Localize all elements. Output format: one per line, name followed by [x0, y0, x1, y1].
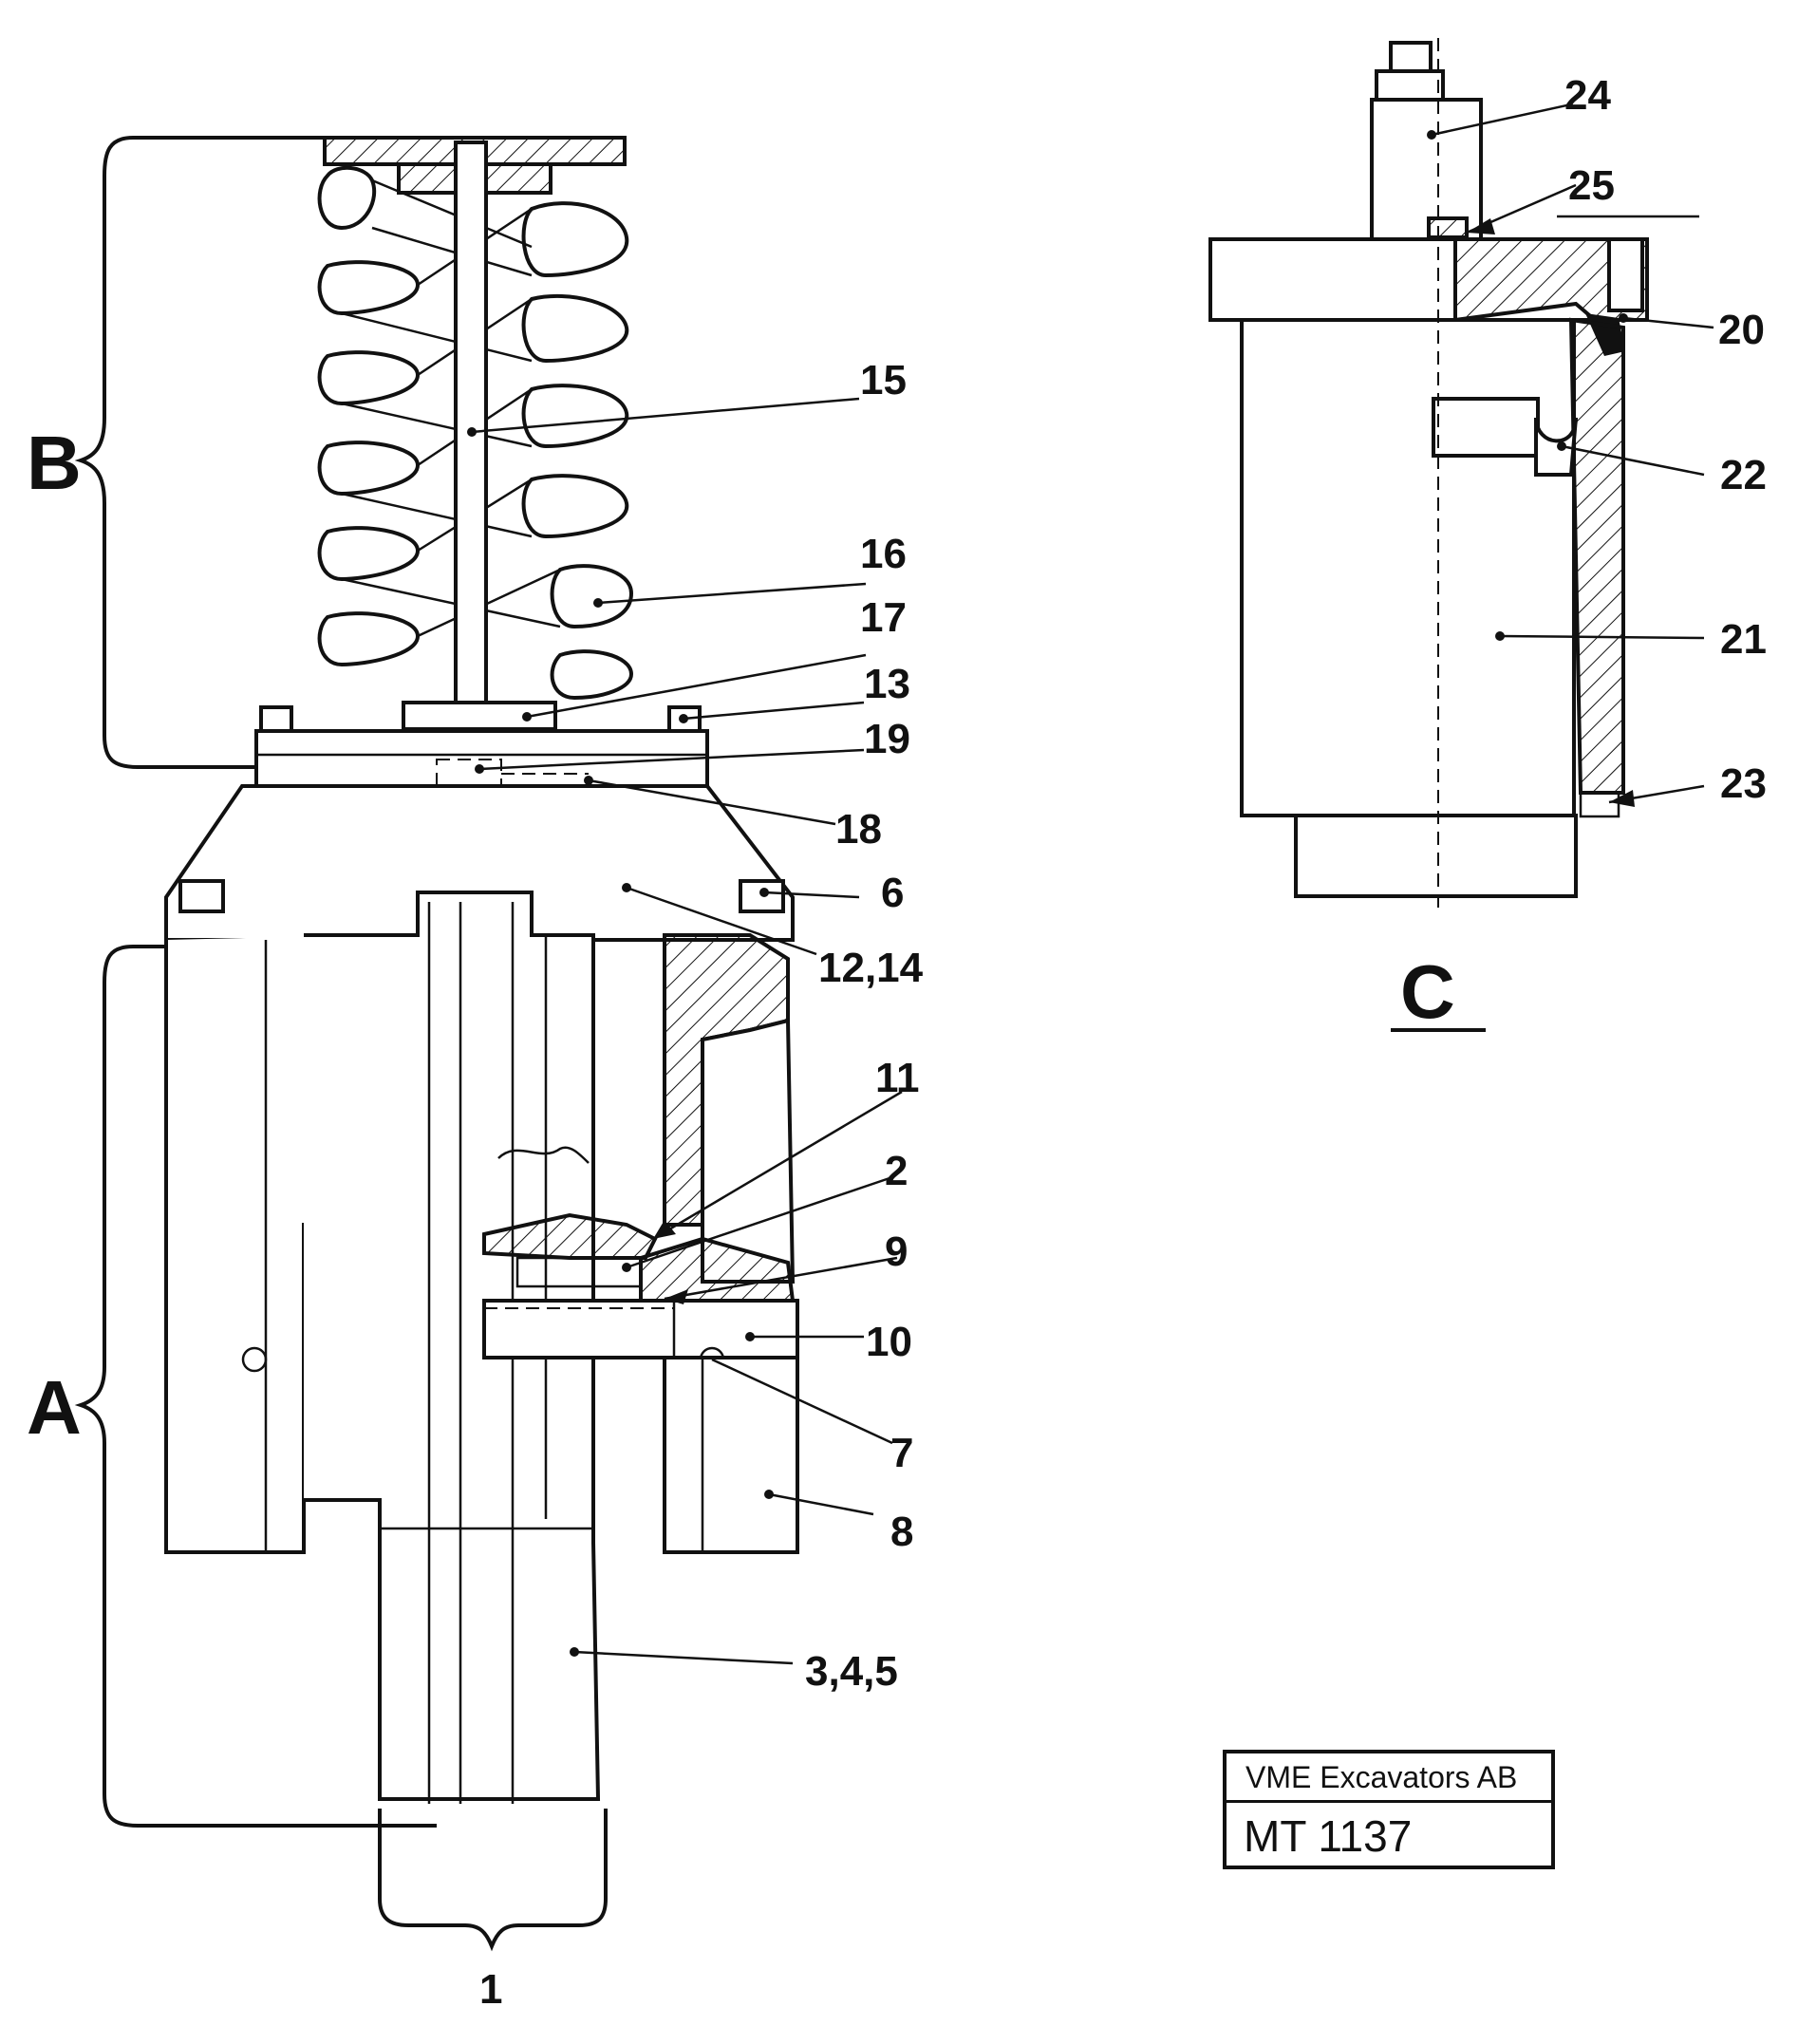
seal-23: [1579, 791, 1620, 818]
view-label-c: C: [1400, 949, 1455, 1034]
callout-10: 10: [866, 1319, 912, 1365]
callout-21: 21: [1720, 616, 1767, 663]
title-block: VME Excavators AB MT 1137: [1223, 1750, 1555, 1869]
cylinder-bottom: [1294, 814, 1578, 898]
callout-9: 9: [885, 1228, 908, 1275]
callout-25: 25: [1568, 162, 1615, 209]
callout-2: 2: [885, 1148, 908, 1194]
hidden-screw: [436, 759, 502, 803]
callout-18: 18: [835, 806, 882, 853]
callout-13: 13: [864, 661, 910, 707]
callout-24: 24: [1564, 72, 1611, 119]
callout-8: 8: [890, 1509, 913, 1555]
title-code: MT 1137: [1244, 1811, 1413, 1861]
right-block: [663, 1356, 799, 1554]
leader-lines: [467, 103, 1714, 1665]
brace-b: [74, 136, 325, 769]
view-label-b: B: [27, 421, 82, 505]
spring-rod: [454, 141, 488, 714]
bearing-ring: [482, 1212, 658, 1260]
bolt-head-left: [259, 705, 293, 733]
center-shaft: [304, 891, 601, 1801]
callout-22: 22: [1720, 452, 1767, 498]
callout-15: 15: [860, 357, 907, 403]
brace-1: [378, 1809, 608, 1952]
callout-labels: 15 16 17 13 19 18 6 12,14 11 2 9 10 7 8 …: [479, 72, 1767, 2013]
brace-a: [74, 945, 437, 1828]
title-company: VME Excavators AB: [1227, 1753, 1551, 1803]
spring-assembly-b: [254, 136, 709, 816]
seal-22: [1534, 417, 1578, 477]
spring-seat: [402, 701, 557, 731]
view-label-a: A: [27, 1365, 82, 1450]
tapered-housing: [164, 784, 795, 942]
bolt-head-right: [667, 705, 702, 733]
callout-7: 7: [890, 1430, 913, 1476]
callout-23: 23: [1720, 760, 1767, 807]
callout-19: 19: [864, 716, 910, 762]
callout-16: 16: [860, 531, 907, 577]
callout-3-4-5: 3,4,5: [805, 1648, 898, 1695]
callout-20: 20: [1718, 307, 1765, 353]
callout-17: 17: [860, 594, 907, 641]
break-line: [497, 1146, 590, 1164]
cross-shaft: [482, 1299, 799, 1360]
spring-coils: [317, 165, 634, 701]
callout-6: 6: [881, 870, 904, 916]
lower-assembly-a: [164, 784, 799, 1804]
callout-12-14: 12,14: [818, 945, 924, 991]
cylinder-body: [1240, 318, 1576, 817]
cylinder-wall: [1568, 317, 1625, 795]
cylinder-c: [1208, 38, 1699, 911]
callout-1: 1: [479, 1966, 502, 2013]
callout-11: 11: [875, 1055, 920, 1101]
